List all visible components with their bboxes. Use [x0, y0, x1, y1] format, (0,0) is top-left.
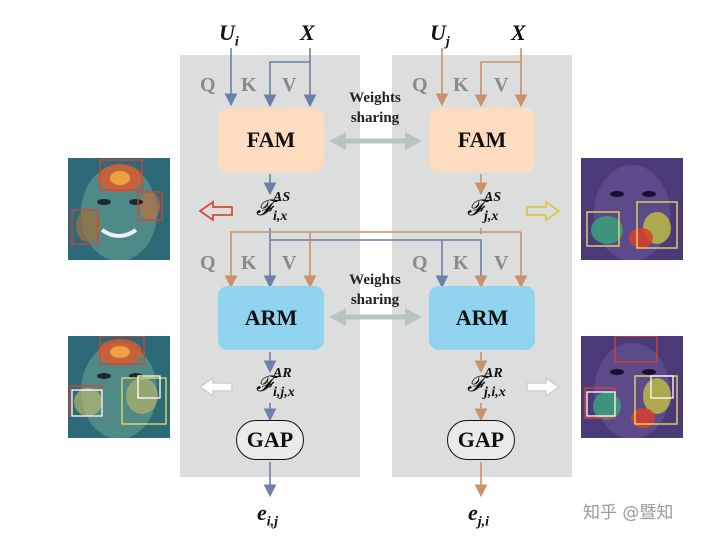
left-fas-to-arm-lines: [269, 228, 482, 284]
right-fam-q-label: Q: [412, 74, 428, 96]
right-arm-k-label: K: [453, 252, 469, 274]
face-heatmap-top-left: [68, 158, 170, 260]
left-arm-k-label: K: [241, 252, 257, 274]
left-x-to-kv-line: [269, 48, 311, 103]
yellow-hollow-arrow: [526, 200, 561, 222]
red-hollow-arrow: [198, 200, 233, 222]
white-hollow-arrow-right: [526, 376, 561, 398]
right-u-input: Uj: [430, 20, 450, 50]
left-output: ei,j: [257, 500, 279, 530]
weights-sharing-arrow-top: [329, 132, 422, 150]
left-fam-v-label: V: [282, 74, 297, 96]
right-gap-block: GAP: [447, 420, 515, 460]
white-hollow-arrow-left: [198, 376, 233, 398]
left-arm-q-label: Q: [200, 252, 216, 274]
right-fam-k-label: K: [453, 74, 469, 96]
right-arm-block: ARM: [429, 286, 535, 350]
left-f-ar-feature: 𝓕 AR i,j,x: [256, 366, 295, 400]
right-fas-to-arm-lines: [230, 228, 522, 283]
left-fam-k-label: K: [241, 74, 257, 96]
face-heatmap-top-right: [581, 158, 683, 260]
right-x-to-kv-line: [480, 48, 522, 103]
left-x-input: X: [300, 20, 315, 45]
right-f-ar-feature: 𝓕 AR j,i,x: [467, 366, 506, 400]
right-fam-v-label: V: [494, 74, 509, 96]
right-fam-block: FAM: [429, 108, 535, 172]
right-f-as-feature: 𝓕 AS j,x: [467, 190, 502, 224]
left-arm-block: ARM: [218, 286, 324, 350]
right-output: ej,i: [468, 500, 490, 530]
right-arm-q-label: Q: [412, 252, 428, 274]
left-fam-block: FAM: [218, 108, 324, 172]
watermark: 知乎 @暨知: [583, 503, 674, 523]
left-gap-block: GAP: [236, 420, 304, 460]
left-u-input: Ui: [219, 20, 239, 50]
left-fam-q-label: Q: [200, 74, 216, 96]
right-arm-v-label: V: [494, 252, 509, 274]
left-f-as-feature: 𝓕 AS i,x: [256, 190, 291, 224]
face-heatmap-bottom-left: [68, 336, 170, 438]
right-x-input: X: [511, 20, 526, 45]
weights-sharing-arrow-bottom: [329, 308, 422, 326]
face-heatmap-bottom-right: [581, 336, 683, 438]
left-arm-v-label: V: [282, 252, 297, 274]
